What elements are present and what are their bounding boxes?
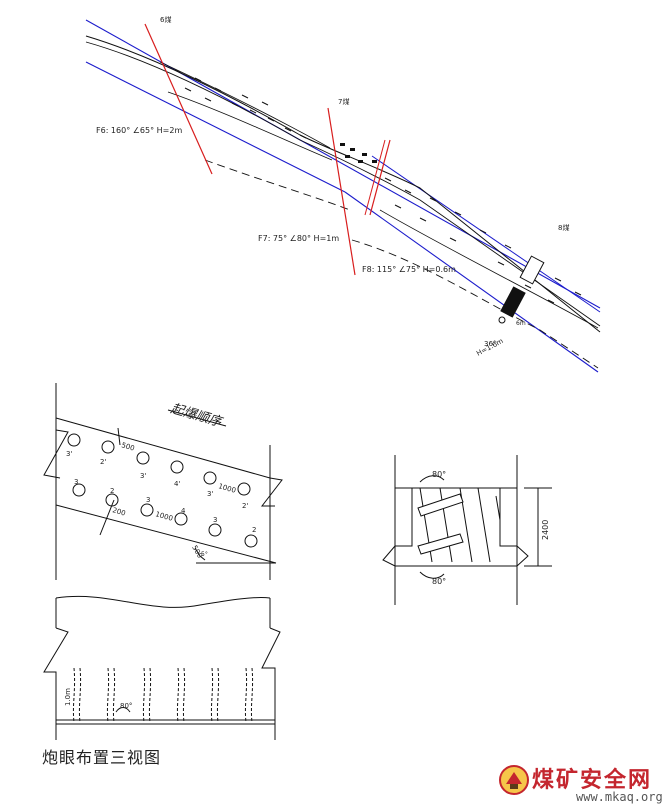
side-view: [382, 455, 552, 605]
hole-label: 3': [207, 490, 213, 498]
blast-hole: [101, 440, 115, 454]
dim-label: 1000: [154, 510, 173, 523]
bedding-line-3: [159, 61, 331, 149]
front-break-right: [260, 477, 283, 507]
hole-label: 4': [174, 480, 180, 488]
dashed-boundary-upper: [204, 159, 351, 211]
fault-f7-label: F7: 75° ∠80° H=1m: [258, 234, 339, 243]
front-lower-boundary: [55, 504, 277, 564]
hole-label: 2: [110, 487, 114, 495]
watermark-logo: 煤矿安全网 www.mkaq.org: [498, 760, 668, 806]
seam-label-7: 7煤: [338, 97, 349, 106]
plan-angle-label: 80°: [120, 702, 132, 710]
fault-f7-line: [327, 107, 356, 276]
plan-break-curve: [55, 595, 271, 608]
hole-label: 2: [252, 526, 256, 534]
seam-floor-line-east: [344, 191, 599, 373]
seam-floor-line-west: [85, 61, 346, 193]
coal-hatching: [174, 69, 582, 304]
plan-height-label: 1.0m: [64, 688, 72, 706]
upper-hole: [417, 493, 464, 517]
hole-label: 2': [100, 458, 106, 466]
fault-f8-line: [369, 139, 391, 216]
dim-label: 500: [120, 441, 135, 452]
dim-label: 200: [111, 506, 126, 517]
bedding-line-4: [167, 91, 333, 161]
firing-order-title: 起爆顺序: [169, 401, 225, 430]
fault-f6-label: F6: 160° ∠65° H=2m: [96, 126, 182, 135]
plan-left-wall: [43, 627, 69, 740]
hole-label: 4: [181, 507, 186, 515]
front-leader-top: [117, 427, 121, 446]
geologic-section: 6煤 7煤 8煤 F6: 160° ∠65° H=2m F7: 75° ∠80°…: [85, 15, 601, 373]
plan-right-wall: [261, 627, 281, 740]
dim-label: 1000: [217, 482, 236, 495]
side-left-break: [382, 545, 412, 567]
coal-block-marks: [340, 143, 377, 163]
hole-label: 3: [146, 496, 150, 504]
tunnel-marker: [498, 255, 545, 324]
slope-label: 5°: [201, 551, 208, 558]
blast-hole: [140, 503, 154, 517]
hole-label: 3: [213, 516, 217, 524]
plan-angle-arc: [115, 707, 131, 713]
lower-hole: [417, 533, 464, 555]
coal-mine-emblem-icon: [499, 765, 529, 795]
blast-hole: [244, 534, 258, 548]
side-view-text: 80° 80° 2400: [432, 470, 550, 586]
title-underline: [167, 409, 227, 427]
plan-holes: [72, 667, 254, 723]
watermark-url: www.mkaq.org: [576, 790, 663, 804]
blast-hole: [105, 493, 119, 507]
bedding-line-2: [85, 41, 601, 327]
side-right-step: [499, 487, 517, 547]
blast-hole: [203, 471, 217, 485]
side-left-step: [395, 487, 413, 547]
side-angle-bottom: 80°: [432, 577, 446, 586]
watermark-name: 煤矿安全网: [532, 767, 653, 793]
side-angle-top-arc: [419, 475, 445, 483]
seam-roof-line: [85, 19, 601, 309]
front-view: [43, 383, 283, 580]
blast-holes: [67, 433, 258, 548]
fault-f8-line-b: [364, 139, 386, 216]
blast-hole: [237, 482, 251, 496]
bedding-line-1: [85, 35, 601, 333]
front-view-text: 起爆顺序 3' 2' 3' 4' 3' 2' 3 2 3 4 3 2 500 1…: [66, 401, 256, 559]
front-upper-boundary: [55, 417, 271, 479]
side-angle-bottom-arc: [419, 571, 445, 579]
dashed-boundary-lower: [351, 239, 599, 369]
blast-hole: [67, 433, 81, 447]
hole-label: 3': [140, 472, 146, 480]
seam-label-6: 6煤: [160, 15, 171, 24]
side-height-label: 2400: [541, 520, 550, 540]
figure-caption: 炮眼布置三视图: [42, 748, 162, 767]
blast-hole: [136, 451, 150, 465]
front-break-left: [43, 429, 69, 479]
slope-mark: [194, 547, 206, 561]
blast-hole: [174, 512, 188, 526]
hole-label: 2': [242, 502, 248, 510]
side-angle-top: 80°: [432, 470, 446, 479]
bedding-line-5: [379, 209, 599, 329]
tunnel-tag-label: 6m: [516, 320, 526, 327]
fault-f8-label: F8: 115° ∠75° H=0.6m: [362, 265, 456, 274]
seam-label-8: 8煤: [558, 223, 569, 232]
plan-view: [43, 595, 281, 740]
fault-f6-line: [144, 23, 213, 175]
hole-label: 3: [74, 478, 78, 486]
blast-hole: [208, 523, 222, 537]
hole-label: 3': [66, 450, 72, 458]
plan-view-text: 1.0m 80°: [64, 688, 132, 710]
blast-hole: [170, 460, 184, 474]
side-right-break: [500, 545, 529, 567]
tunnel-angle-label: 36°: [484, 340, 496, 348]
seam-mid-line: [371, 155, 601, 313]
blast-hole: [72, 483, 86, 497]
